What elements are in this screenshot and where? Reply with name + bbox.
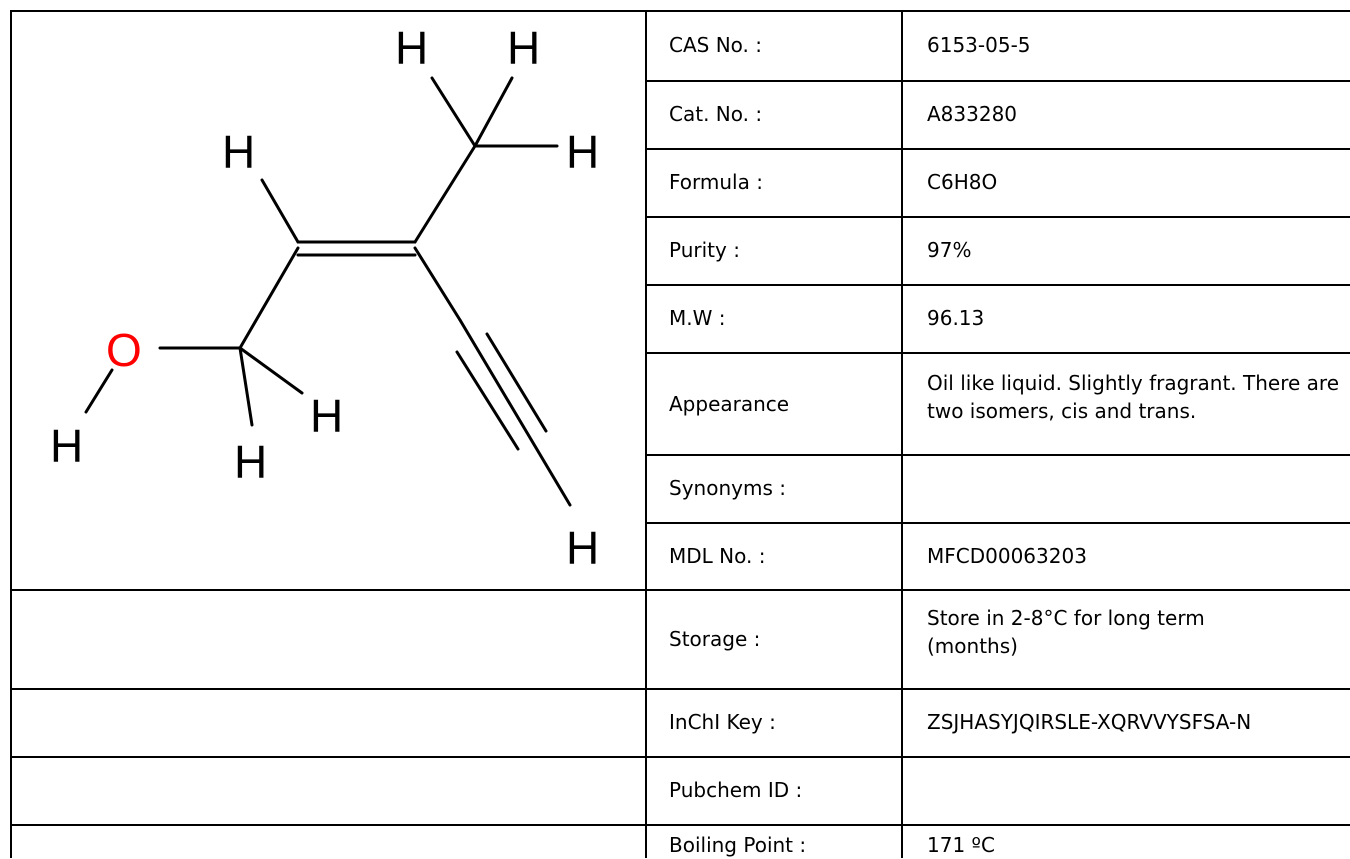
bond-ch2-h-down bbox=[238, 346, 254, 427]
row-divider bbox=[645, 284, 1350, 286]
atom-h: H bbox=[234, 436, 267, 488]
row-divider bbox=[645, 216, 1350, 218]
value-storage: Store in 2-8°C for long term (months) bbox=[927, 606, 1205, 658]
value-formula: C6H8O bbox=[927, 170, 998, 194]
atom-h: H bbox=[222, 126, 255, 178]
bond-triple-a bbox=[455, 350, 520, 451]
row-divider bbox=[10, 756, 1350, 758]
bond-triple-b bbox=[485, 332, 548, 433]
label-molecular-weight: M.W : bbox=[669, 306, 726, 330]
bond-ch2-h-right bbox=[238, 346, 304, 395]
atom-o: O bbox=[106, 324, 142, 376]
structure-svg: H H H H O H H H H bbox=[50, 22, 599, 574]
row-divider bbox=[645, 522, 1350, 524]
atom-h: H bbox=[310, 390, 343, 442]
value-boiling-point: 171 ºC bbox=[927, 833, 995, 857]
row-divider bbox=[645, 454, 1350, 456]
label-cas-no: CAS No. : bbox=[669, 33, 762, 57]
bond-c2-alkyne bbox=[413, 246, 462, 322]
value-cas-no: 6153-05-5 bbox=[927, 33, 1031, 57]
row-divider bbox=[645, 80, 1350, 82]
bond-ch3-h-top2 bbox=[473, 76, 514, 148]
atom-h: H bbox=[507, 22, 540, 74]
value-appearance: Oil like liquid. Slightly fragrant. Ther… bbox=[927, 371, 1339, 423]
label-mdl-no: MDL No. : bbox=[669, 544, 766, 568]
value-mdl-no: MFCD00063203 bbox=[927, 544, 1087, 568]
atom-h: H bbox=[50, 420, 83, 472]
chemical-structure-diagram: H H H H O H H H H bbox=[12, 0, 644, 589]
bond-ch3-h-top bbox=[430, 76, 477, 148]
table-border-top bbox=[10, 10, 1350, 12]
label-formula: Formula : bbox=[669, 170, 763, 194]
atom-h: H bbox=[566, 126, 599, 178]
bond-o-h bbox=[84, 368, 114, 414]
row-divider bbox=[645, 148, 1350, 150]
label-storage: Storage : bbox=[669, 627, 761, 651]
row-divider bbox=[10, 824, 1350, 826]
table-border-divider-structure bbox=[645, 10, 647, 858]
row-divider bbox=[645, 352, 1350, 354]
row-divider bbox=[10, 589, 1350, 591]
table-border-divider-label bbox=[901, 10, 903, 858]
bond-triple-c bbox=[458, 318, 572, 507]
row-divider bbox=[10, 688, 1350, 690]
bonds bbox=[84, 76, 572, 507]
label-pubchem-id: Pubchem ID : bbox=[669, 778, 803, 802]
value-purity: 97% bbox=[927, 238, 972, 262]
atom-h: H bbox=[395, 22, 428, 74]
bond-c2-ch3 bbox=[413, 144, 477, 244]
label-appearance: Appearance bbox=[669, 392, 790, 416]
label-synonyms: Synonyms : bbox=[669, 476, 786, 500]
label-cat-no: Cat. No. : bbox=[669, 102, 763, 126]
bond-c1-h bbox=[260, 178, 300, 244]
label-purity: Purity : bbox=[669, 238, 740, 262]
atom-h: H bbox=[566, 522, 599, 574]
label-boiling-point: Boiling Point : bbox=[669, 833, 807, 857]
bond-c1-ch2 bbox=[238, 246, 300, 350]
atom-labels: H H H H O H H H H bbox=[50, 22, 599, 574]
label-inchi-key: InChI Key : bbox=[669, 710, 776, 734]
value-molecular-weight: 96.13 bbox=[927, 306, 985, 330]
table-border-left bbox=[10, 10, 12, 858]
value-inchi-key: ZSJHASYJQIRSLE-XQRVVYSFSA-N bbox=[927, 710, 1252, 734]
value-cat-no: A833280 bbox=[927, 102, 1018, 126]
